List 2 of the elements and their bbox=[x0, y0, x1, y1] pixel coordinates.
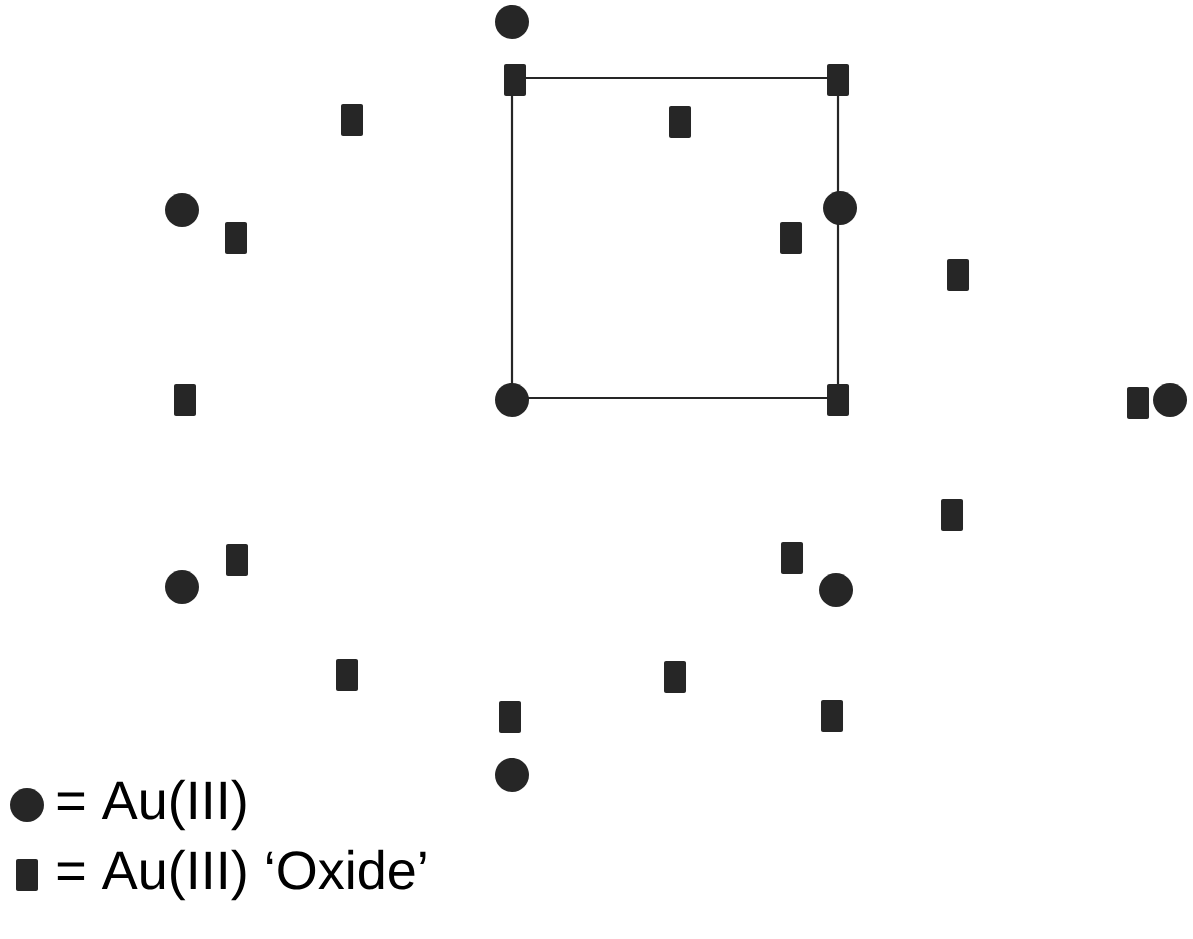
legend-text: = Au(III) bbox=[57, 779, 246, 831]
legend-text: = Au(III) ‘Oxide’ bbox=[57, 849, 426, 901]
